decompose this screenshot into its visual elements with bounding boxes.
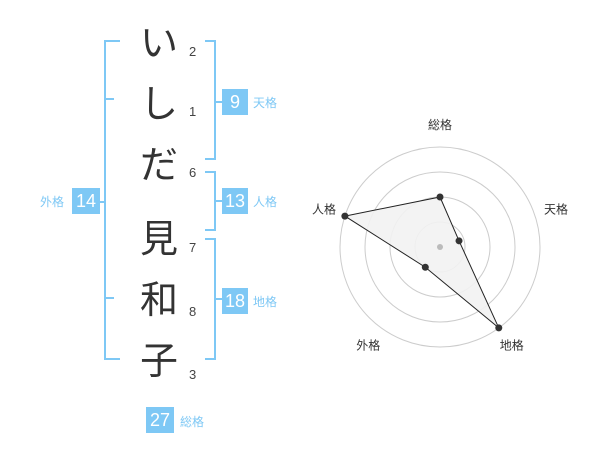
tenkaku-label: 天格: [253, 96, 278, 110]
name-char-1: い: [140, 21, 179, 65]
soukaku-badge: 27: [146, 407, 174, 433]
name-char-5: 和: [140, 278, 179, 322]
stroke-count-3: 6: [189, 165, 197, 180]
radar-axis-label-4: 外格: [356, 338, 380, 353]
soukaku-label: 総格: [180, 415, 205, 429]
radar-point-3: [495, 324, 503, 332]
radar-axis-label-5: 人格: [312, 201, 336, 216]
stroke-count-2: 1: [189, 104, 197, 119]
stroke-count-5: 8: [189, 304, 197, 319]
radar-polygon: [343, 196, 500, 329]
radar-point-2: [455, 237, 463, 245]
radar-point-4: [421, 263, 429, 271]
radar-ring-4: [339, 146, 541, 348]
chikaku-label: 地格: [253, 295, 278, 309]
stroke-count-6: 3: [189, 367, 197, 382]
radar-axis-label-1: 総格: [428, 117, 452, 132]
tenkaku-badge: 9: [222, 89, 248, 115]
radar-point-1: [436, 193, 444, 201]
name-char-6: 子: [140, 339, 179, 383]
radar-center-dot: [437, 244, 443, 250]
name-char-3: だ: [140, 143, 179, 187]
stroke-count-1: 2: [189, 44, 197, 59]
gaikaku-label: 外格: [40, 195, 65, 209]
radar-ring-3: [364, 171, 516, 323]
name-char-2: し: [140, 82, 179, 126]
chikaku-badge: 18: [222, 288, 248, 314]
radar-axis-label-3: 地格: [500, 338, 524, 353]
gaikaku-badge: 14: [72, 188, 100, 214]
jinkaku-label: 人格: [253, 195, 278, 209]
radar-axis-label-2: 天格: [544, 201, 568, 216]
stroke-count-4: 7: [189, 240, 197, 255]
name-char-4: 見: [140, 217, 179, 261]
jinkaku-badge: 13: [222, 188, 248, 214]
radar-point-5: [341, 212, 349, 220]
